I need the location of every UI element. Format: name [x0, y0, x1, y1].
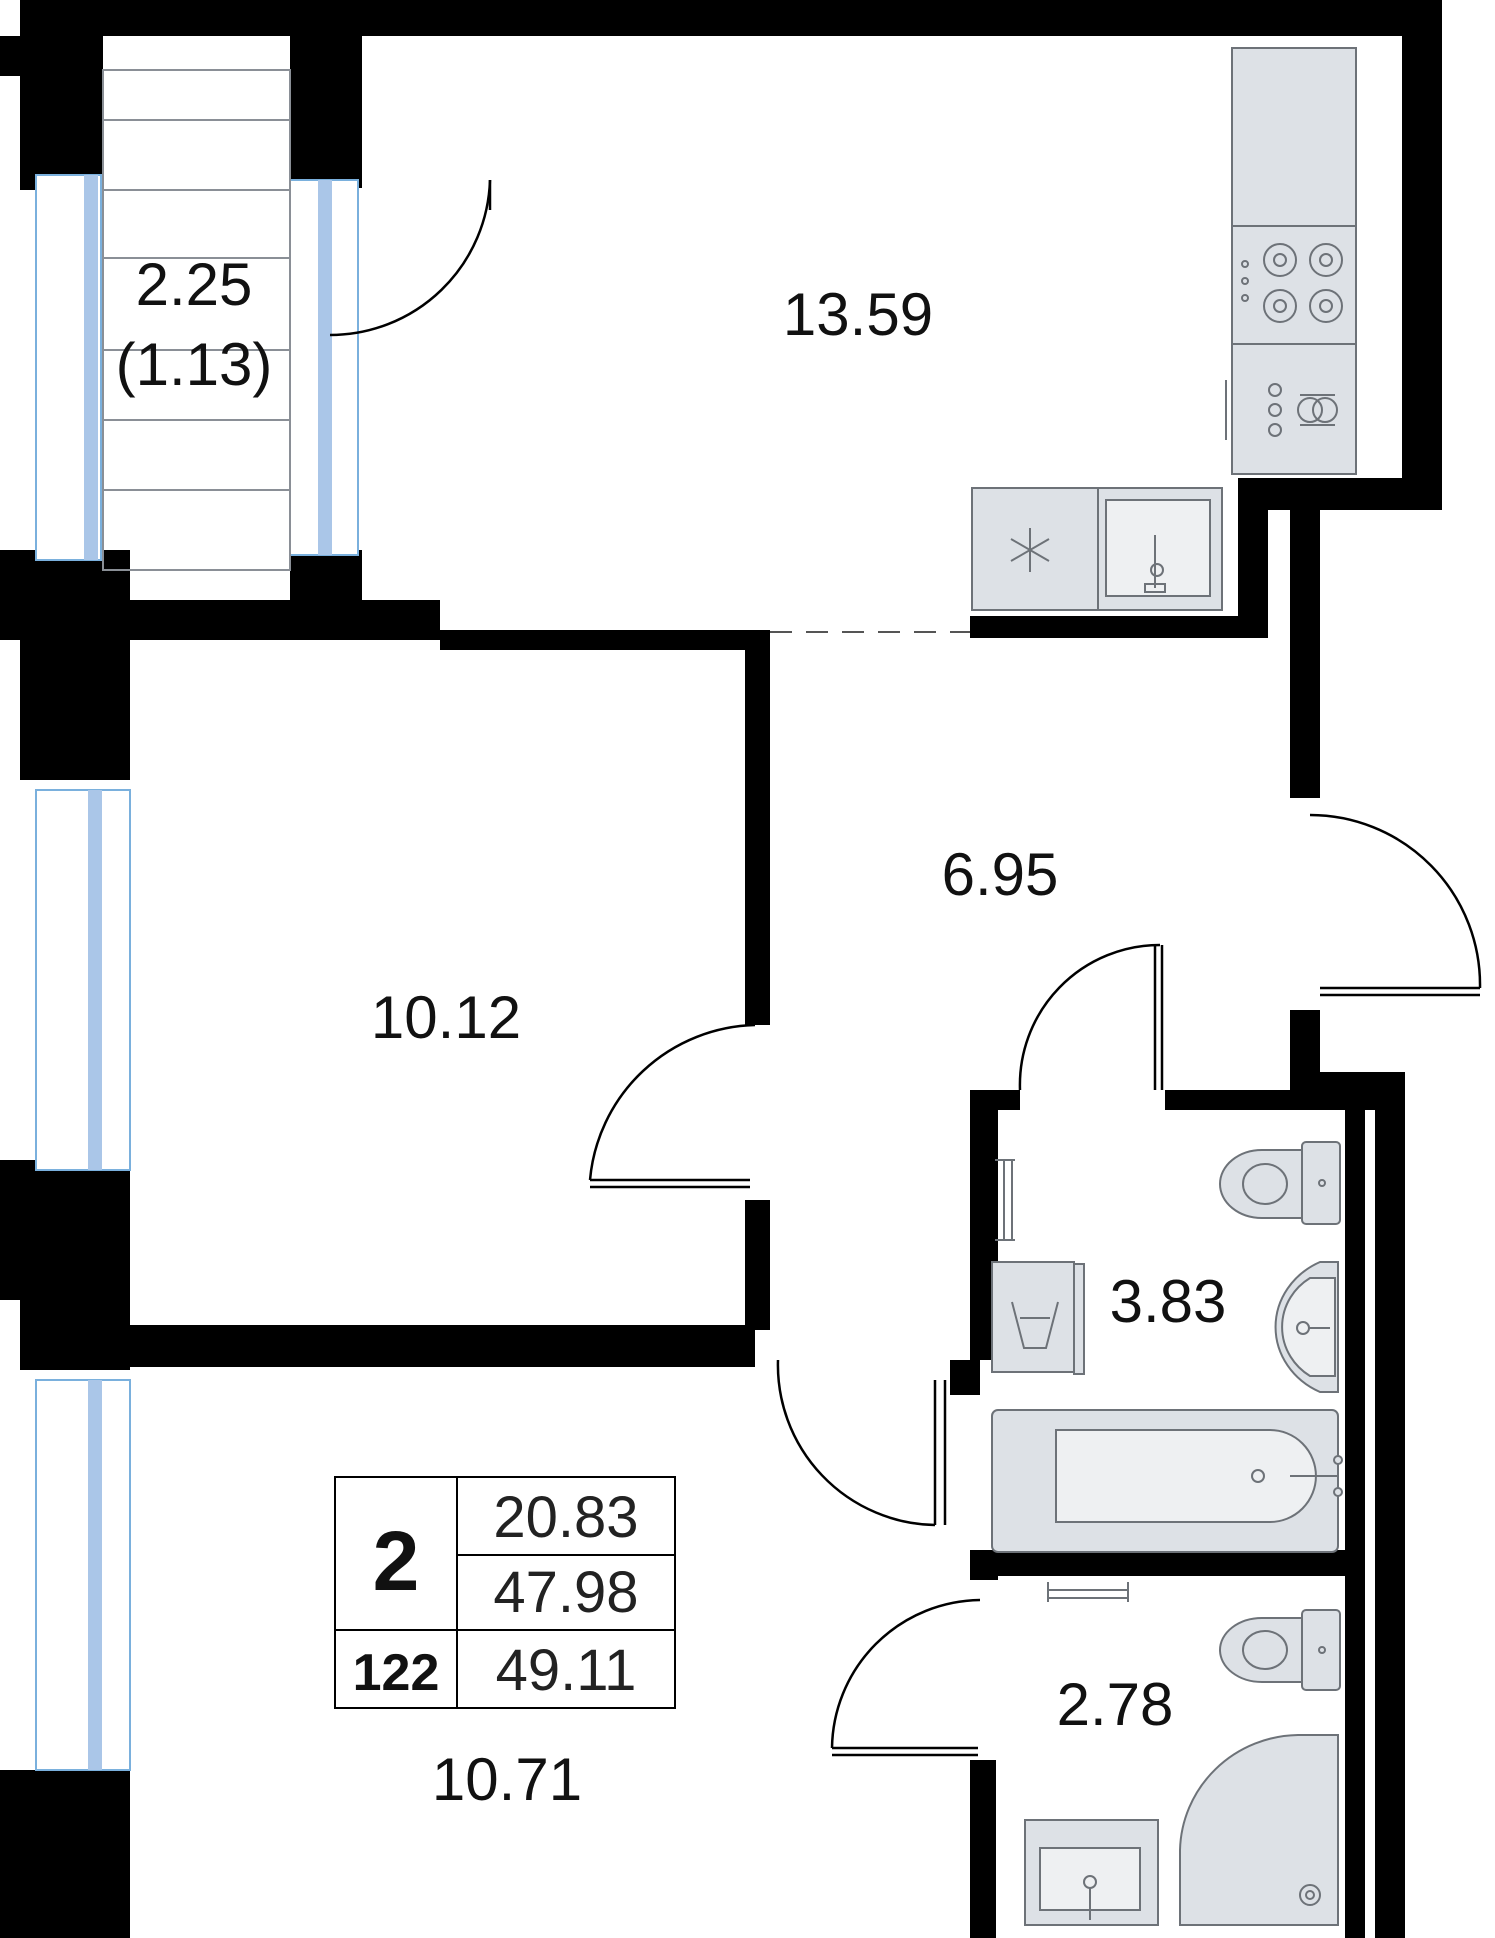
hall-area: 6.95	[942, 841, 1059, 908]
towel-rail-icon	[995, 1159, 1015, 1241]
toilet-icon	[1219, 1141, 1341, 1225]
summary-table: 2 122 20.83 47.98 49.11	[334, 1476, 676, 1709]
apartment-number: 122	[353, 1644, 440, 1702]
shower-icon	[1179, 1734, 1339, 1926]
door-bedroom	[588, 1023, 756, 1181]
windows	[35, 174, 359, 1771]
balcony-floor	[102, 69, 291, 571]
snowflake-icon	[1010, 528, 1050, 572]
bathroom-area: 3.83	[1110, 1268, 1227, 1335]
toilet-room-fixtures	[1024, 1582, 1341, 1926]
bathtub-icon	[991, 1409, 1343, 1553]
bathroom-fixtures	[991, 1141, 1343, 1553]
walls	[0, 0, 1442, 1938]
bedroom-area: 10.12	[371, 984, 521, 1051]
total-area-with-balcony: 49.11	[496, 1638, 637, 1703]
room-labels: 2.25 (1.13) 13.59 6.95 10.12 3.83 2.78 1…	[116, 251, 1227, 1813]
kitchen-fixtures	[971, 47, 1357, 611]
door-bathroom	[1018, 943, 1161, 1091]
balcony-area: 2.25	[136, 251, 253, 318]
door-balcony	[329, 179, 492, 337]
door-living	[776, 1359, 936, 1527]
kitchen-area: 13.59	[783, 281, 933, 348]
oven-detail	[1225, 380, 1338, 440]
fridge	[971, 487, 1099, 611]
sink-icon	[1105, 499, 1211, 597]
washing-machine-icon	[991, 1261, 1085, 1375]
hob-burners	[1241, 243, 1343, 323]
door-toilet	[830, 1598, 981, 1749]
living-area: 20.83	[493, 1485, 638, 1550]
washbasin-icon	[1274, 1261, 1339, 1393]
oven-icon	[1231, 343, 1357, 475]
toilet-icon-2	[1219, 1609, 1341, 1691]
balcony-area-reduced: (1.13)	[116, 331, 273, 398]
door-entrance	[1309, 813, 1482, 989]
towel-rail-icon-2	[1047, 1582, 1129, 1602]
rooms-count: 2	[373, 1514, 420, 1608]
total-area: 47.98	[493, 1560, 638, 1625]
toilet-area: 2.78	[1057, 1671, 1174, 1738]
living-room-area: 10.71	[432, 1746, 582, 1813]
hob-icon	[1231, 225, 1357, 345]
doors	[329, 179, 1482, 1757]
washbasin-icon-2	[1024, 1819, 1159, 1926]
countertop	[1231, 47, 1357, 227]
